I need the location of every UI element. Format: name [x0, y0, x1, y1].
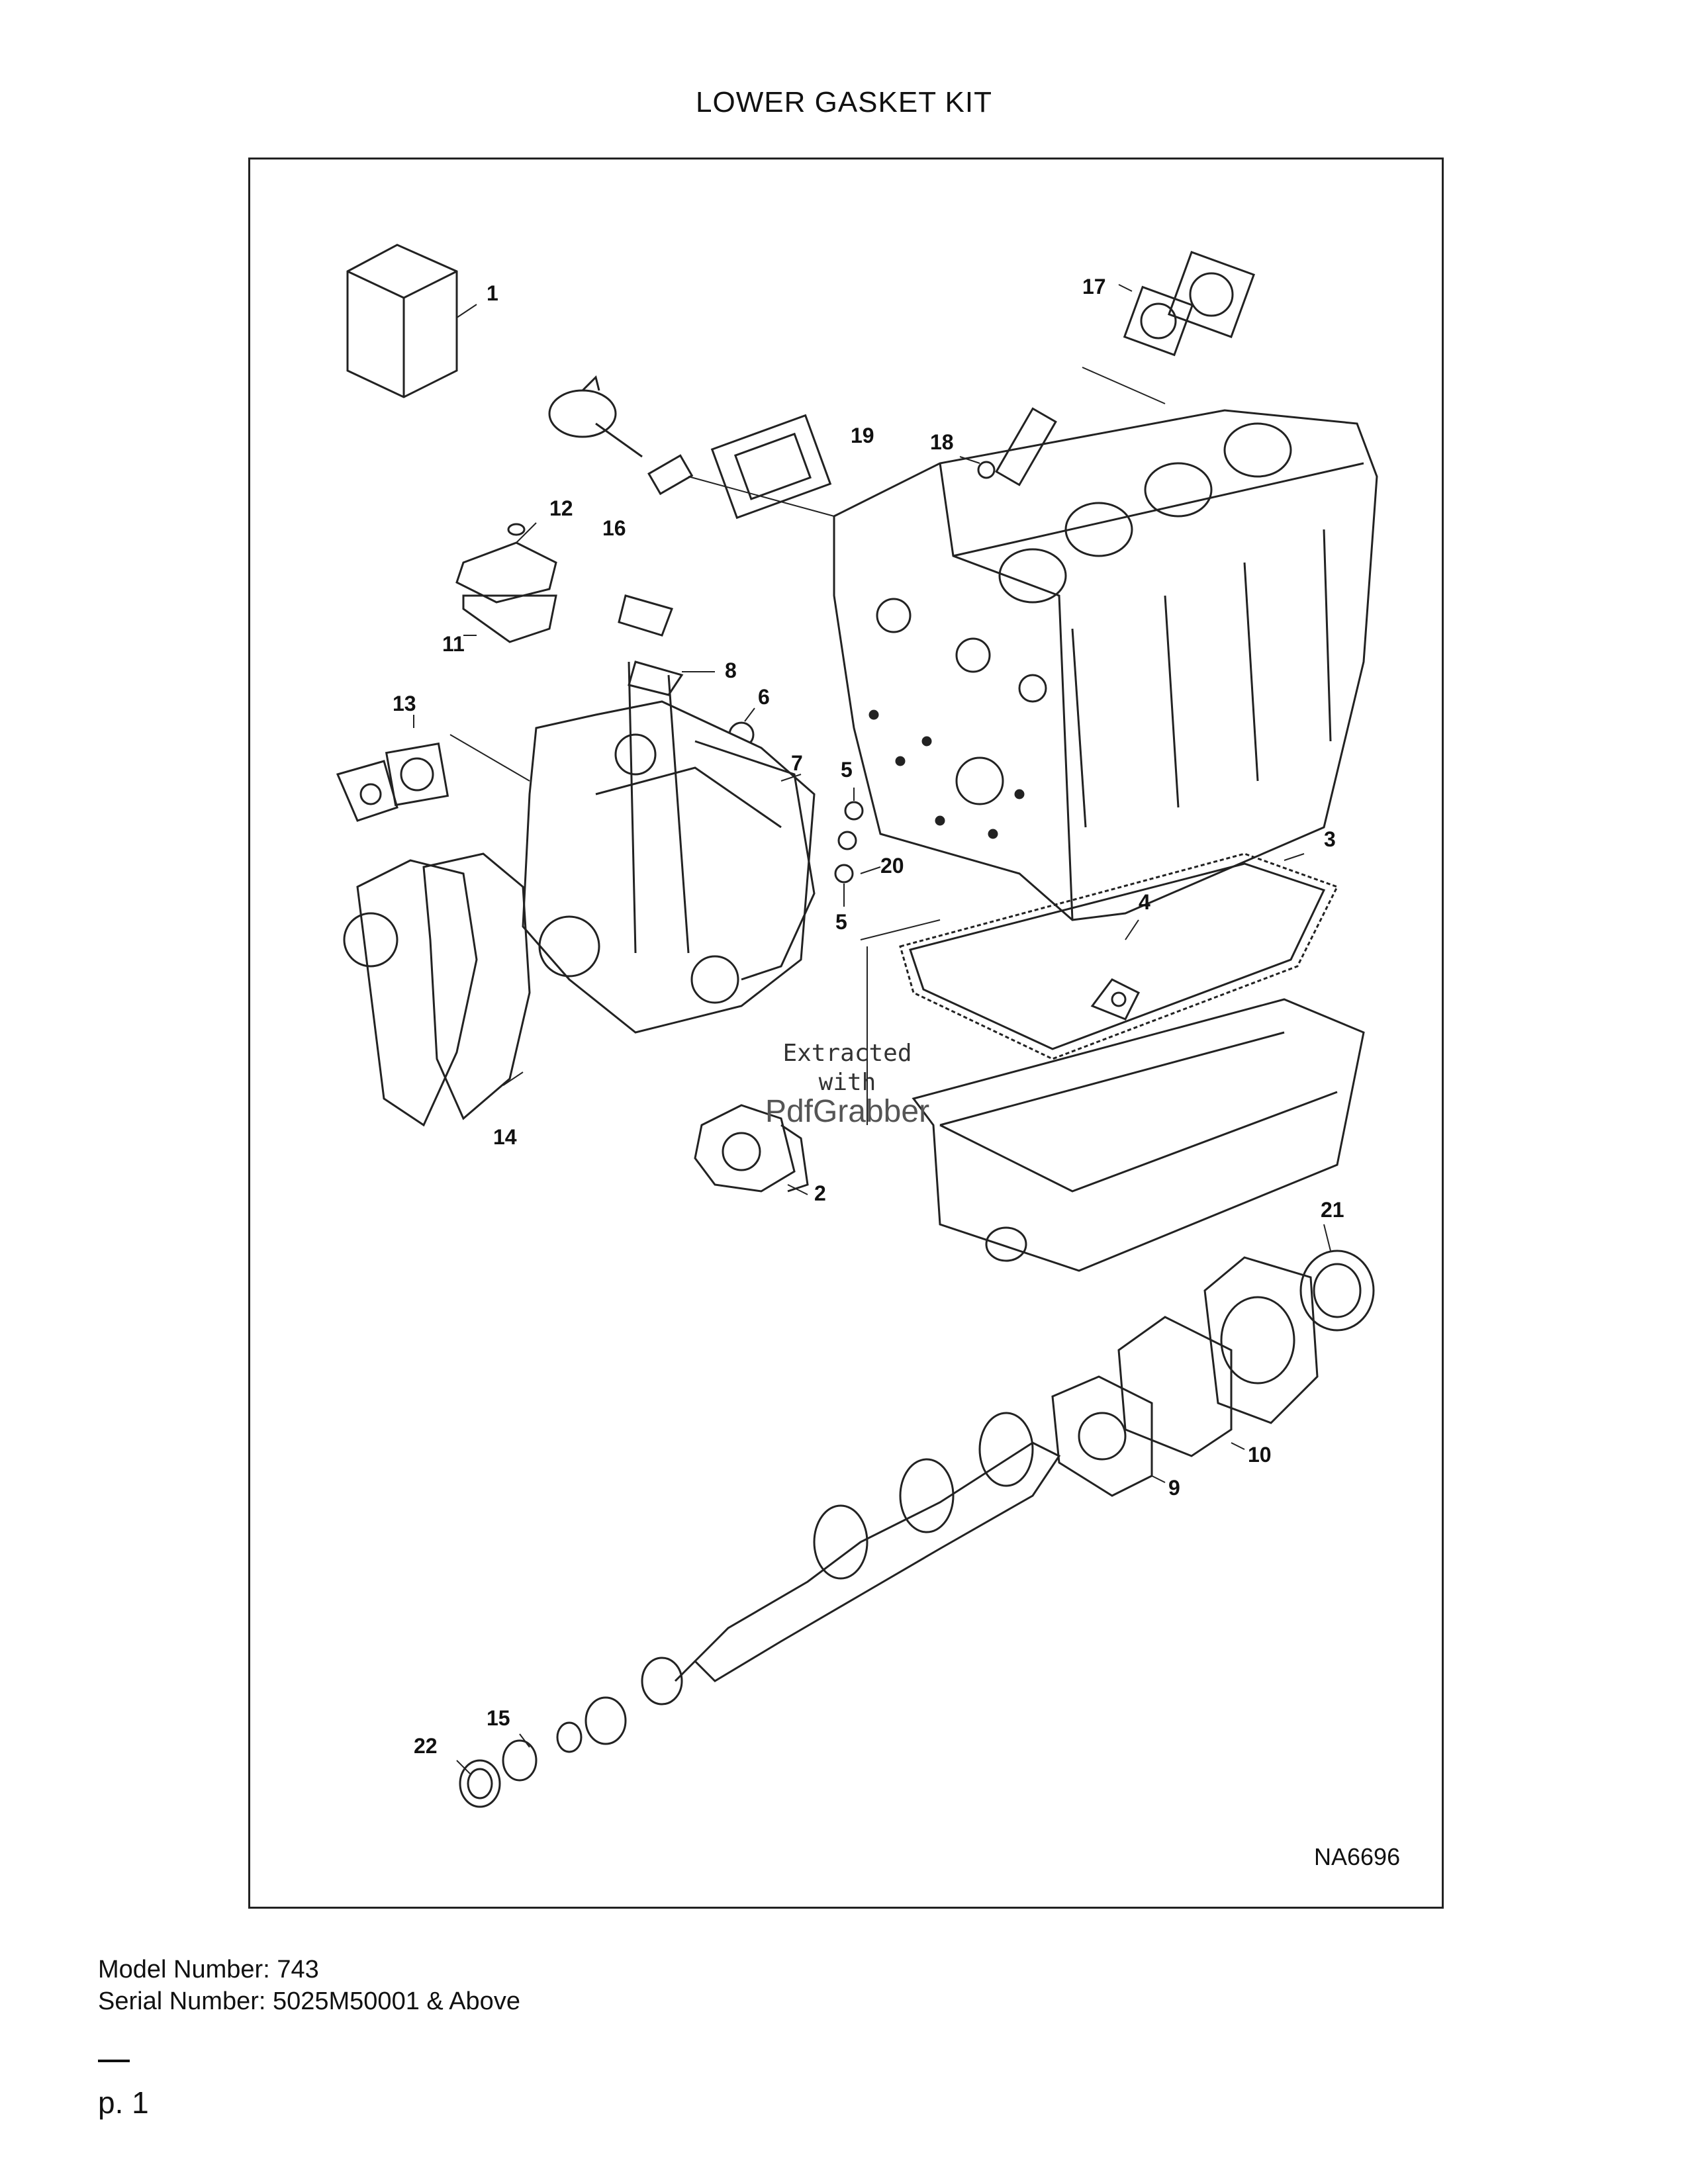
figure-code: NA6696	[1314, 1843, 1401, 1870]
part-14-gasket	[343, 852, 531, 1127]
part-2-pump	[694, 1104, 809, 1193]
callout-14: 14	[493, 1125, 517, 1149]
callout-20: 20	[880, 854, 904, 878]
callout-8: 8	[725, 659, 737, 682]
part-7-gasket	[694, 740, 816, 981]
part-17-gasket	[1123, 250, 1256, 357]
callout-3: 3	[1324, 827, 1336, 851]
callout-12: 12	[549, 496, 573, 520]
part-21-seal	[1299, 1250, 1375, 1332]
gear-case	[522, 661, 816, 1034]
part-kit-box	[346, 244, 458, 398]
seal-housing	[1203, 1256, 1319, 1424]
page-title: LOWER GASKET KIT	[696, 86, 992, 118]
part-3-oil-pan-gasket	[899, 852, 1339, 1060]
oil-pan	[912, 978, 1365, 1272]
diagram-frame	[248, 158, 1444, 1909]
part-5-o-rings	[834, 801, 864, 884]
callout-17: 17	[1082, 275, 1106, 298]
part-18-plug	[977, 407, 1057, 486]
watermark-brand: PdfGrabber	[765, 1094, 930, 1129]
part-19-gasket	[710, 414, 832, 520]
callout-6: 6	[758, 685, 770, 709]
page-number: p. 1	[98, 2085, 149, 2120]
serial-number: Serial Number: 5025M50001 & Above	[98, 1987, 520, 2015]
page-number-rule	[98, 2060, 130, 2062]
callout-13: 13	[393, 692, 416, 715]
leader-lines	[413, 284, 1331, 1774]
callout-22: 22	[414, 1734, 438, 1758]
callout-11: 11	[442, 632, 465, 656]
callout-5-upper: 5	[841, 758, 853, 782]
part-9-gasket	[1051, 1375, 1153, 1497]
callout-21: 21	[1321, 1198, 1344, 1222]
callout-4: 4	[1139, 890, 1150, 914]
callout-5-lower: 5	[835, 910, 847, 934]
part-13-gasket	[336, 742, 449, 822]
callout-9: 9	[1168, 1476, 1180, 1500]
part-11-gasket	[455, 523, 557, 643]
part-16-thermostat-housing	[548, 375, 694, 496]
callout-18: 18	[930, 430, 954, 454]
callout-2: 2	[814, 1181, 826, 1205]
callout-16: 16	[602, 516, 626, 540]
engine-block	[833, 409, 1378, 921]
callout-10: 10	[1248, 1443, 1272, 1467]
callout-19: 19	[851, 424, 874, 447]
callout-15: 15	[487, 1706, 510, 1730]
part-22-15-front-seals	[459, 1657, 683, 1808]
callout-1: 1	[487, 281, 498, 305]
watermark-line1: Extracted	[782, 1040, 912, 1067]
part-10-gasket	[1117, 1316, 1233, 1457]
callout-7: 7	[791, 751, 803, 775]
crankshaft	[674, 1412, 1061, 1682]
model-number: Model Number: 743	[98, 1956, 319, 1983]
watermark-line2: with	[818, 1069, 876, 1096]
watermark: Extracted with PdfGrabber	[748, 1039, 947, 1129]
